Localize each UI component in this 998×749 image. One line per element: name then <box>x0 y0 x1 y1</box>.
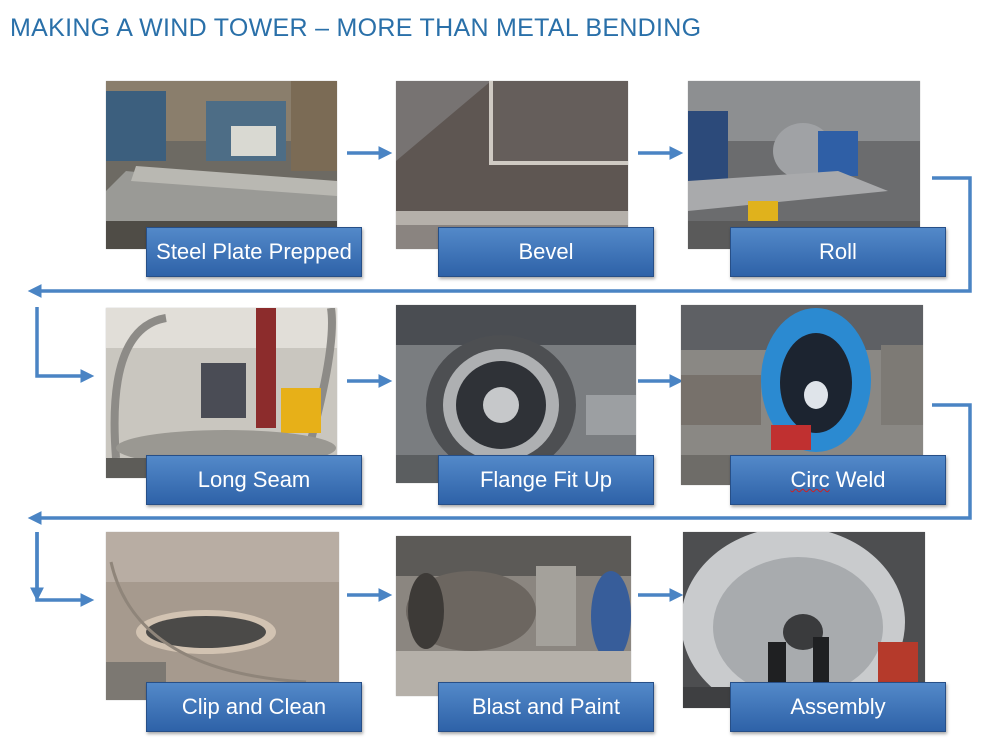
step-label-clip-and-clean: Clip and Clean <box>146 682 362 732</box>
connector-row2-row3 <box>27 403 972 525</box>
roll-photo <box>688 81 920 249</box>
blast-and-paint-photo <box>396 536 631 696</box>
step-label-roll: Roll <box>730 227 946 277</box>
step-label-flange-fit-up: Flange Fit Up <box>438 455 654 505</box>
step-label-assembly: Assembly <box>730 682 946 732</box>
page-title: MAKING A WIND TOWER – MORE THAN METAL BE… <box>10 14 702 42</box>
step-label-bevel: Bevel <box>438 227 654 277</box>
step-label-circ-weld: Circ Weld <box>730 455 946 505</box>
step-label-blast-and-paint: Blast and Paint <box>438 682 654 732</box>
connector-down-row2 <box>35 307 95 383</box>
connector-row1-row2 <box>27 176 972 298</box>
clip-and-clean-photo <box>106 532 339 700</box>
weld-text: Weld <box>829 467 886 492</box>
long-seam-photo <box>106 308 337 478</box>
bevel-photo <box>396 81 628 249</box>
circ-text: Circ <box>790 467 830 492</box>
step-label-long-seam: Long Seam <box>146 455 362 505</box>
connector-down-row3 <box>35 532 95 607</box>
steel-plate-photo <box>106 81 337 249</box>
flange-fit-up-photo <box>396 305 636 483</box>
step-label-steel-plate-prepped: Steel Plate Prepped <box>146 227 362 277</box>
